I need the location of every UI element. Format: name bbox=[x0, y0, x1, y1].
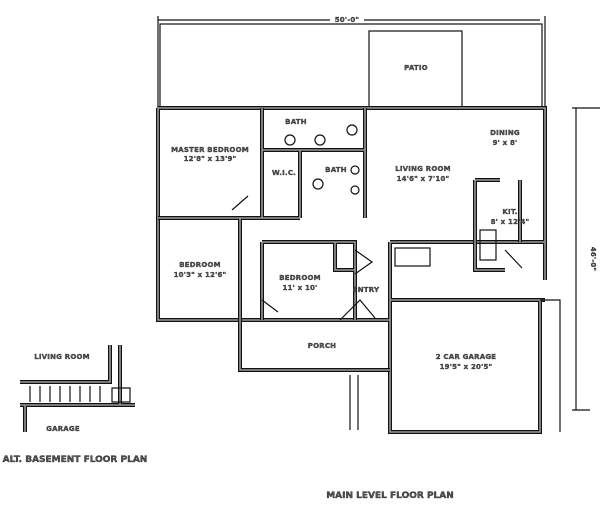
room-porch: PORCH bbox=[308, 342, 336, 350]
room-entry: ENTRY bbox=[353, 286, 380, 294]
room-bath: BATH bbox=[285, 118, 307, 126]
room-dining: DINING bbox=[490, 129, 520, 137]
room-patio: PATIO bbox=[404, 64, 428, 72]
basement-plan: LIVING ROOM GARAGE bbox=[20, 345, 135, 433]
width-dimension: 50'-0" bbox=[335, 16, 360, 24]
room-labels: PATIO MASTER BEDROOM 12'8" x 13'9" BATH … bbox=[171, 64, 529, 371]
room-garage: 2 CAR GARAGE bbox=[436, 353, 497, 361]
room-size: 8' x 12'4" bbox=[491, 218, 530, 226]
room-size: 14'6" x 7'10" bbox=[397, 175, 450, 183]
room-kitchen: KIT. bbox=[502, 208, 517, 216]
door-swings bbox=[231, 195, 523, 321]
depth-dimension: 46'-0" bbox=[589, 247, 597, 272]
room-size: 19'5" x 20'5" bbox=[440, 363, 493, 371]
basement-plan-title: ALT. BASEMENT FLOOR PLAN bbox=[3, 455, 148, 465]
walls bbox=[156, 106, 561, 434]
main-plan-title: MAIN LEVEL FLOOR PLAN bbox=[326, 491, 454, 501]
room-living: LIVING ROOM bbox=[395, 165, 451, 173]
room-bedroom-1: BEDROOM bbox=[179, 261, 221, 269]
room-size: 10'3" x 12'6" bbox=[174, 271, 227, 279]
fixtures bbox=[284, 124, 497, 267]
room-wic: W.I.C. bbox=[272, 169, 296, 177]
basement-room-living: LIVING ROOM bbox=[34, 353, 90, 361]
room-bedroom-2: BEDROOM bbox=[279, 274, 321, 282]
room-size: 12'8" x 13'9" bbox=[184, 155, 237, 163]
dimension-lines bbox=[157, 16, 600, 411]
room-size: 11' x 10' bbox=[283, 284, 318, 292]
patio-outline bbox=[159, 23, 543, 109]
room-size: 9' x 8' bbox=[493, 139, 518, 147]
basement-room-garage: GARAGE bbox=[46, 425, 80, 433]
room-bath-2: BATH bbox=[325, 166, 347, 174]
room-master-bedroom: MASTER BEDROOM bbox=[171, 146, 249, 154]
